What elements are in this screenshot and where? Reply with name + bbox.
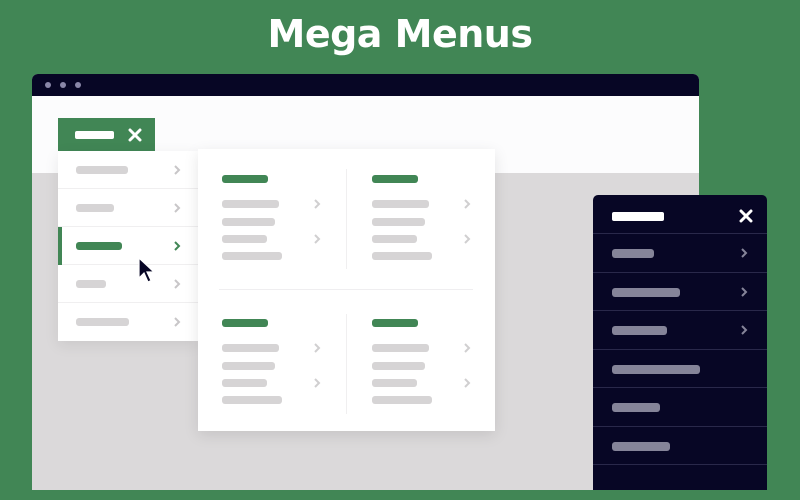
window-dot-icon xyxy=(60,82,66,88)
mobile-menu-panel xyxy=(593,195,767,490)
mobile-menu-item[interactable] xyxy=(593,310,767,348)
column-link[interactable] xyxy=(372,235,417,243)
mobile-menu-item-label xyxy=(612,326,667,335)
column-heading[interactable] xyxy=(372,319,418,327)
column-heading[interactable] xyxy=(222,175,268,183)
column-link[interactable] xyxy=(222,252,282,260)
window-dot-icon xyxy=(45,82,51,88)
chevron-right-icon xyxy=(740,247,748,259)
chevron-right-icon xyxy=(173,202,181,214)
mobile-menu-item xyxy=(593,464,767,490)
column-link[interactable] xyxy=(372,362,425,370)
mobile-menu-item[interactable] xyxy=(593,272,767,310)
column-link[interactable] xyxy=(222,379,267,387)
column-link[interactable] xyxy=(372,218,425,226)
chevron-right-icon xyxy=(463,377,471,389)
menu-item[interactable] xyxy=(58,303,198,341)
menu-toggle-label xyxy=(75,131,114,139)
column-link[interactable] xyxy=(372,252,432,260)
mobile-menu-item[interactable] xyxy=(593,233,767,271)
menu-item-active[interactable] xyxy=(58,227,198,265)
mobile-menu-item-label xyxy=(612,365,700,374)
menu-item[interactable] xyxy=(58,151,198,189)
menu-item[interactable] xyxy=(58,265,198,303)
column-link[interactable] xyxy=(372,200,429,208)
menu-item-label xyxy=(76,280,106,288)
chevron-right-icon xyxy=(313,377,321,389)
menu-item-label xyxy=(76,242,122,250)
column-link[interactable] xyxy=(372,344,429,352)
menu-item-label xyxy=(76,318,129,326)
chevron-right-icon xyxy=(173,316,181,328)
mobile-menu-item[interactable] xyxy=(593,387,767,425)
mobile-menu-item-label xyxy=(612,288,680,297)
menu-toggle-button[interactable] xyxy=(58,118,155,151)
close-icon[interactable] xyxy=(739,208,753,223)
column-divider xyxy=(346,314,347,414)
active-indicator xyxy=(58,227,62,265)
column-link[interactable] xyxy=(222,200,279,208)
column-link[interactable] xyxy=(222,218,275,226)
column-link[interactable] xyxy=(222,235,267,243)
chevron-right-icon xyxy=(173,164,181,176)
menu-item-label xyxy=(76,166,128,174)
mobile-menu-item-label xyxy=(612,442,670,451)
chevron-right-icon xyxy=(173,240,181,252)
column-link[interactable] xyxy=(222,362,275,370)
chevron-right-icon xyxy=(313,233,321,245)
chevron-right-icon xyxy=(463,198,471,210)
close-icon[interactable] xyxy=(128,127,142,142)
browser-title-bar xyxy=(32,74,699,96)
chevron-right-icon xyxy=(740,286,748,298)
column-heading[interactable] xyxy=(372,175,418,183)
column-link[interactable] xyxy=(372,396,432,404)
column-heading[interactable] xyxy=(222,319,268,327)
column-link[interactable] xyxy=(222,344,279,352)
chevron-right-icon xyxy=(313,198,321,210)
mega-menu-panel xyxy=(198,149,495,431)
chevron-right-icon xyxy=(740,324,748,336)
mobile-menu-item-label xyxy=(612,403,660,412)
mobile-menu-item[interactable] xyxy=(593,349,767,387)
row-divider xyxy=(219,289,473,290)
menu-item-label xyxy=(76,204,114,212)
chevron-right-icon xyxy=(173,278,181,290)
menu-item[interactable] xyxy=(58,189,198,227)
mouse-pointer-icon xyxy=(137,256,157,285)
mobile-menu-title xyxy=(612,212,664,221)
chevron-right-icon xyxy=(463,342,471,354)
chevron-right-icon xyxy=(313,342,321,354)
page-title: Mega Menus xyxy=(267,12,533,56)
column-divider xyxy=(346,169,347,269)
window-dot-icon xyxy=(75,82,81,88)
column-link[interactable] xyxy=(372,379,417,387)
chevron-right-icon xyxy=(463,233,471,245)
mobile-menu-item-label xyxy=(612,249,654,258)
mobile-menu-item[interactable] xyxy=(593,426,767,464)
column-link[interactable] xyxy=(222,396,282,404)
dropdown-menu xyxy=(58,151,198,341)
